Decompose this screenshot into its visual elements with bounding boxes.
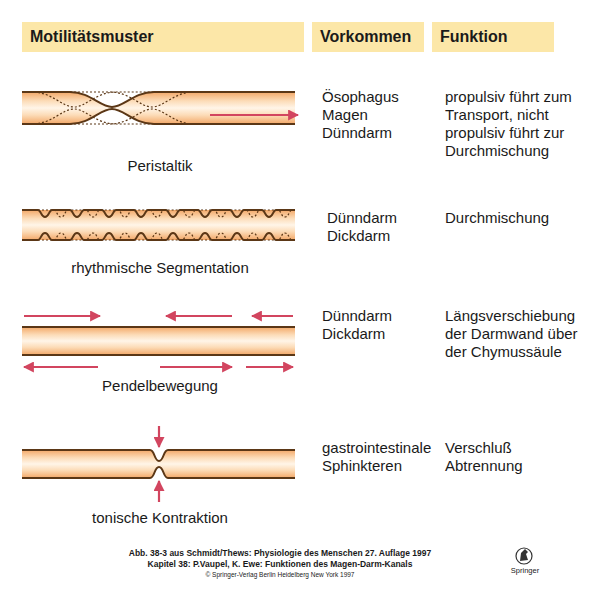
motion-arrow (160, 366, 232, 368)
occurrence: Dünndarm Dickdarm (327, 209, 427, 245)
publisher-name: Springer (508, 566, 542, 575)
tube-fill (22, 92, 295, 124)
tube-wall (22, 467, 295, 478)
function-text: Längsverschiebung der Darmwand über der … (445, 307, 585, 361)
tube-wall (22, 92, 295, 107)
motion-arrow (24, 366, 98, 368)
dotted-wall (22, 92, 295, 107)
function-text: Verschluß Abtrennung (445, 439, 575, 475)
source-note: Kapitel 38: P.Vaupel, K. Ewe: Funktionen… (50, 559, 510, 569)
occurrence: Ösophagus Magen Dünndarm (322, 88, 422, 142)
header-cell: Funktion (432, 22, 554, 52)
dotted-wall (22, 233, 295, 240)
tube-wall (22, 450, 295, 461)
segmentation-tube (22, 210, 295, 240)
header-cell: Vorkommen (312, 22, 424, 52)
tube-wall (22, 354, 295, 356)
dotted-wall (22, 109, 295, 124)
header-text: Vorkommen (312, 22, 424, 52)
pattern-name: rhythmische Segmentation (20, 259, 300, 277)
motion-arrow (246, 366, 293, 368)
tube-fill (22, 450, 295, 478)
dotted-wall (22, 109, 295, 124)
motion-arrow (158, 481, 160, 502)
tonic-tube (22, 426, 295, 502)
tube-fill (22, 210, 295, 240)
motion-arrow (24, 315, 100, 317)
dotted-wall (22, 92, 295, 107)
copyright-note: © Springer-Verlag Berlin Heidelberg New … (50, 571, 510, 579)
pattern-name: Peristaltik (20, 157, 300, 175)
function-text: propulsiv führt zum Transport, nicht pro… (445, 88, 575, 160)
source-note: Abb. 38-3 aus Schmidt/Thews: Physiologie… (50, 548, 510, 558)
header-cell: Motilitätsmuster (22, 22, 304, 52)
peristalsis-tube (22, 92, 298, 124)
motion-arrow (158, 426, 160, 447)
function-text: Durchmischung (445, 209, 575, 227)
pattern-name: Pendelbewegung (20, 377, 300, 395)
tube-wall (22, 326, 295, 328)
pattern-name: tonische Kontraktion (20, 509, 300, 527)
motion-arrow (166, 315, 232, 317)
dotted-wall (22, 210, 295, 217)
tube-wall (22, 210, 295, 217)
tube-wall (22, 233, 295, 240)
tube-wall (22, 109, 295, 124)
occurrence: gastrointestinale Sphinkteren (322, 439, 442, 475)
occurrence: Dünndarm Dickdarm (322, 307, 422, 343)
motion-arrow (210, 114, 298, 116)
tube-fill (22, 327, 295, 355)
header-text: Funktion (432, 22, 554, 52)
publisher-logo (516, 548, 532, 564)
pendular-tube (22, 316, 295, 367)
motion-arrow (252, 315, 293, 317)
header-text: Motilitätsmuster (22, 22, 304, 52)
